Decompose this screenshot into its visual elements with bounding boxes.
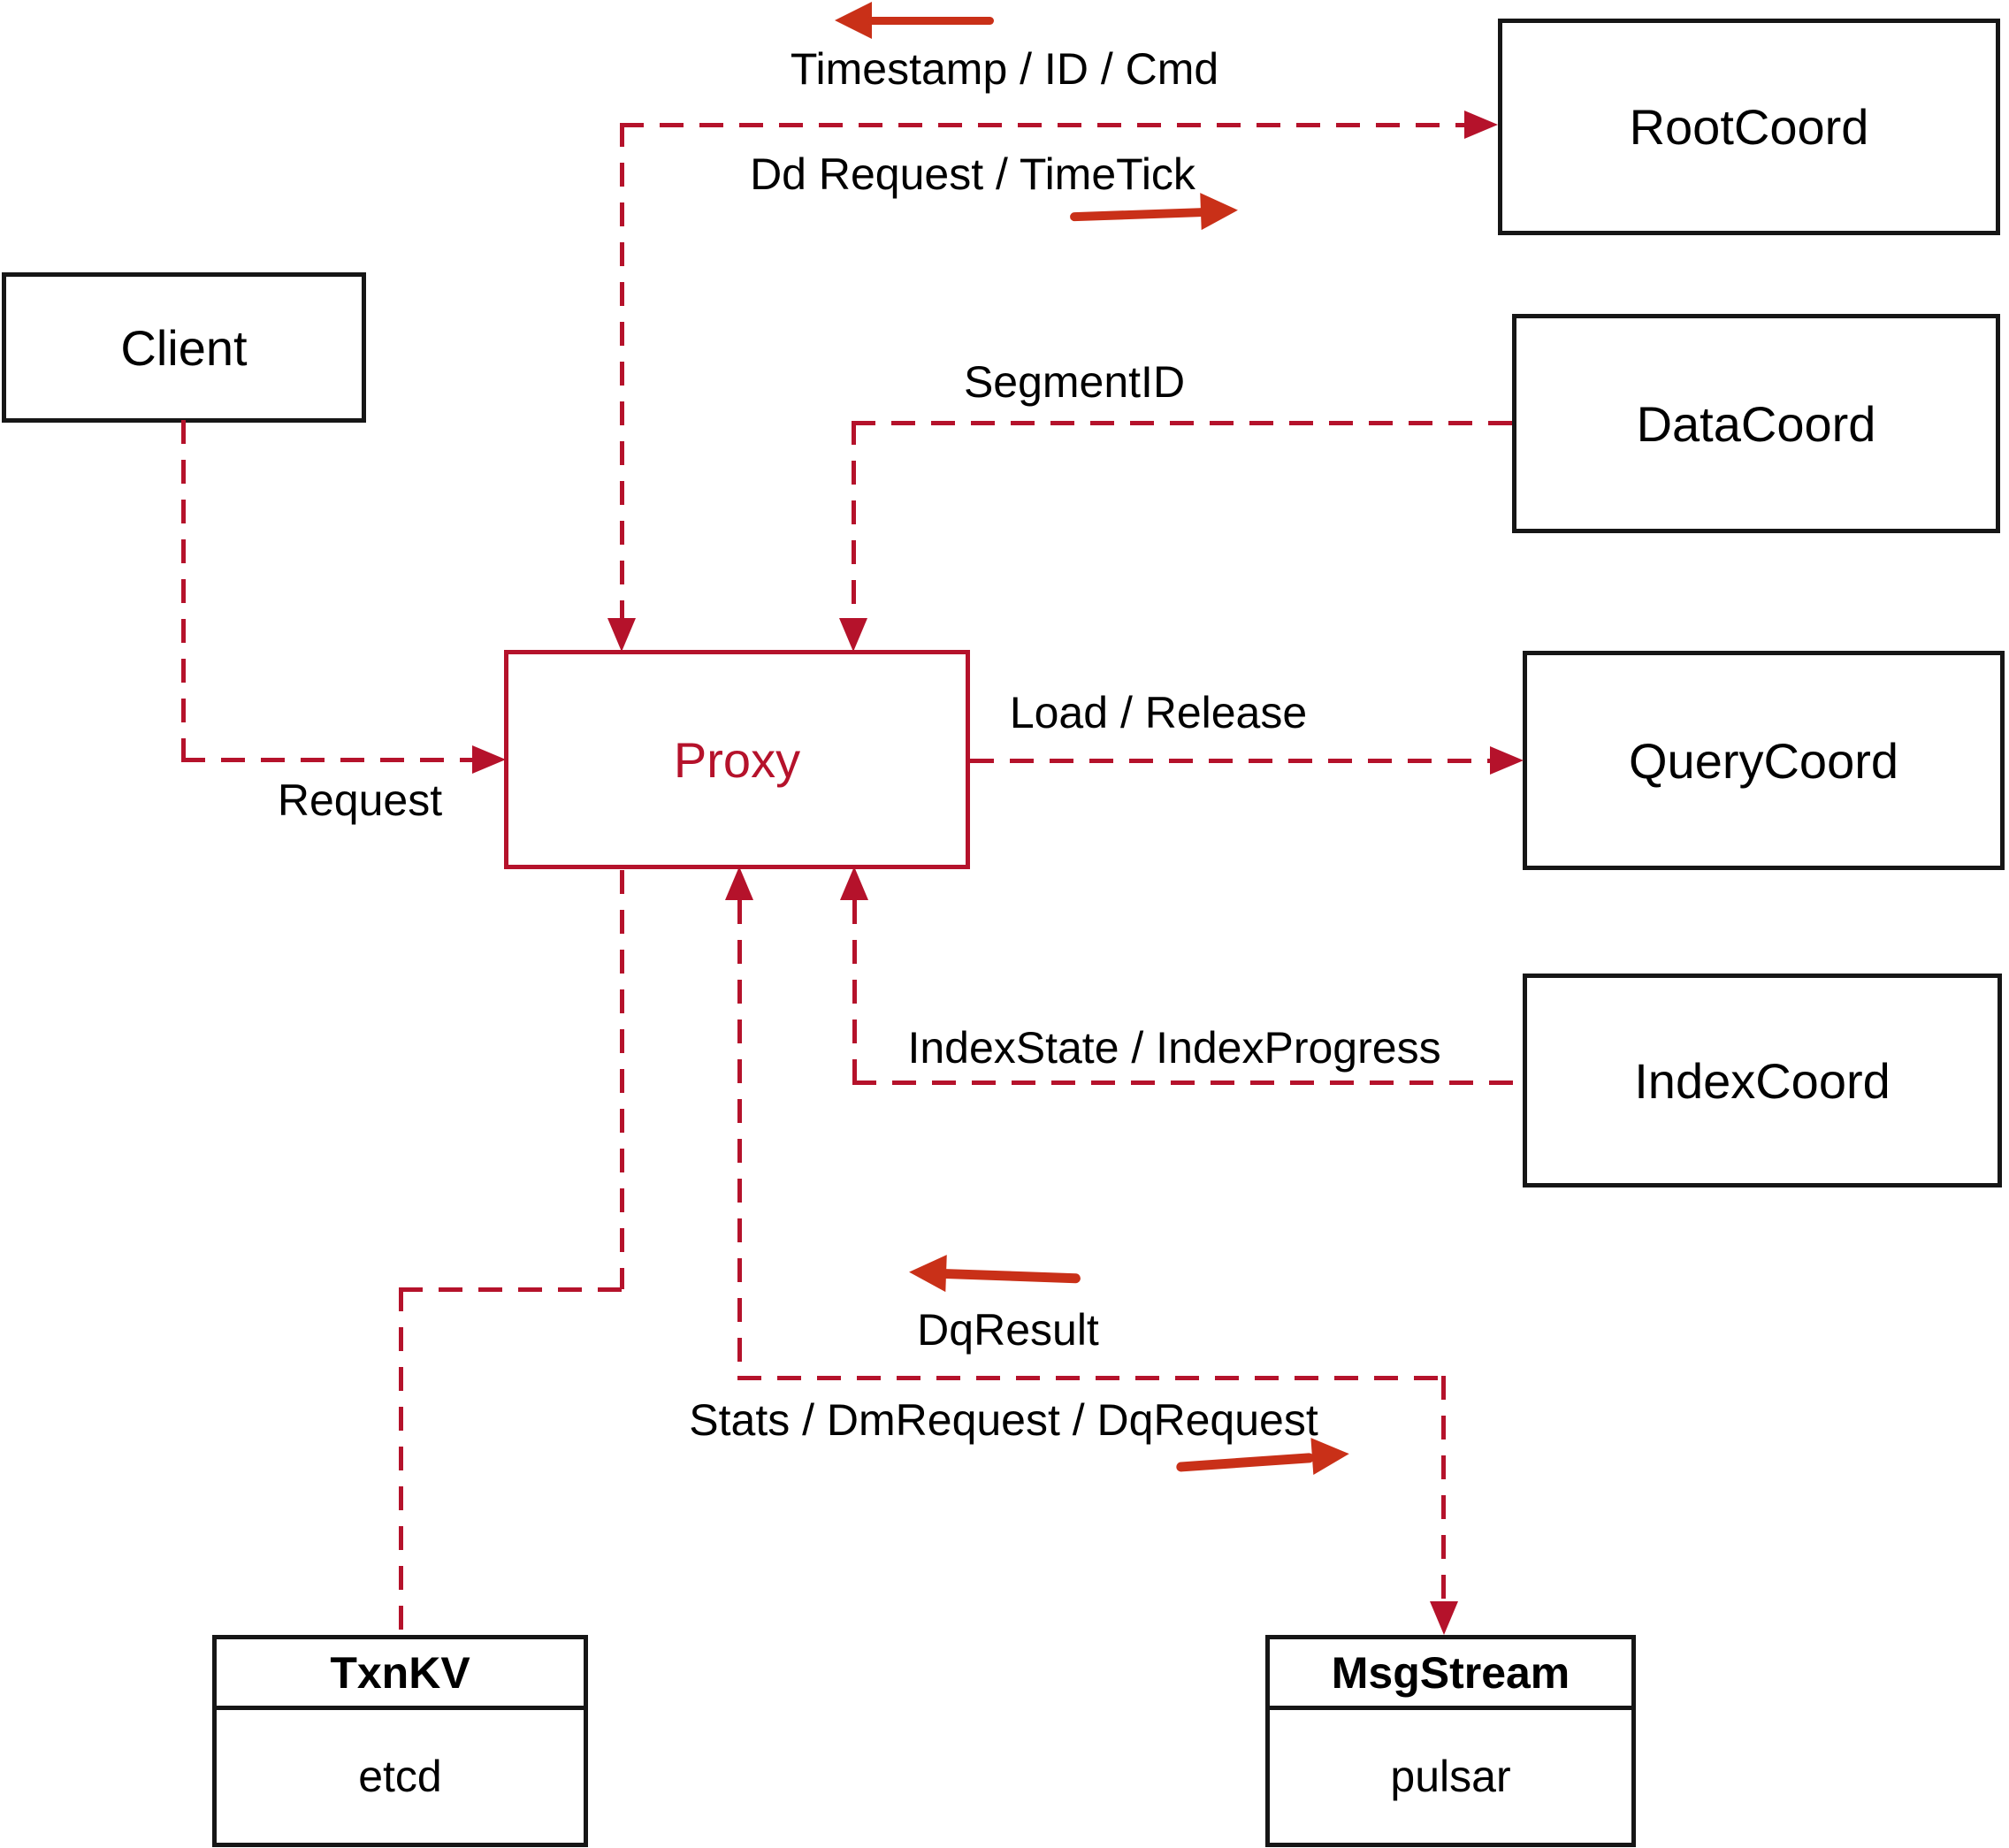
edge-indexcoord-proxy-vertical bbox=[852, 900, 857, 1083]
label-load-release: Load / Release bbox=[1009, 688, 1308, 737]
flow-arrow-left-timestamp-bar bbox=[867, 17, 994, 25]
flow-arrow-right-dd-request-head bbox=[1200, 191, 1239, 231]
node-client: Client bbox=[2, 272, 366, 423]
node-indexcoord-label: IndexCoord bbox=[1634, 1052, 1891, 1109]
node-querycoord-label: QueryCoord bbox=[1628, 732, 1899, 789]
flow-arrow-left-timestamp bbox=[835, 2, 994, 39]
node-datacoord-label: DataCoord bbox=[1636, 395, 1876, 452]
arrowhead-into-proxy-top-left bbox=[607, 618, 636, 652]
edge-proxy-txnkv-horizontal bbox=[399, 1287, 624, 1292]
node-txnkv-subtitle: etcd bbox=[358, 1752, 442, 1801]
edge-proxy-msgstream-vertical-lower bbox=[1441, 1376, 1446, 1602]
node-txnkv: TxnKV etcd bbox=[212, 1635, 588, 1847]
node-proxy-label: Proxy bbox=[673, 731, 801, 788]
flow-arrow-right-stats-head bbox=[1310, 1435, 1351, 1476]
label-timestamp-id-cmd: Timestamp / ID / Cmd bbox=[790, 44, 1219, 94]
flow-arrow-right-dd-request bbox=[1069, 191, 1239, 235]
node-indexcoord: IndexCoord bbox=[1523, 974, 2002, 1187]
node-msgstream-subtitle: pulsar bbox=[1390, 1752, 1511, 1801]
edge-proxy-querycoord-horizontal bbox=[970, 759, 1491, 763]
flow-arrow-left-timestamp-head bbox=[835, 2, 872, 39]
edge-datacoord-proxy-horizontal bbox=[852, 421, 1512, 425]
edge-datacoord-proxy-vertical bbox=[852, 421, 856, 618]
node-proxy: Proxy bbox=[504, 650, 970, 869]
label-index-state-progress: IndexState / IndexProgress bbox=[907, 1023, 1441, 1073]
arrowhead-into-proxy-top-right bbox=[839, 618, 867, 652]
flow-arrow-left-dq-result-bar bbox=[940, 1268, 1081, 1284]
node-msgstream-title: MsgStream bbox=[1270, 1639, 1631, 1710]
arrowhead-into-querycoord bbox=[1490, 746, 1524, 775]
arrowhead-into-rootcoord bbox=[1464, 111, 1498, 139]
node-txnkv-title: TxnKV bbox=[217, 1639, 584, 1710]
label-request: Request bbox=[277, 775, 443, 825]
edge-client-proxy-vertical bbox=[181, 420, 186, 760]
edge-proxy-rootcoord-horizontal bbox=[620, 123, 1468, 127]
flow-arrow-left-dq-result bbox=[908, 1253, 1081, 1297]
edge-indexcoord-proxy-horizontal bbox=[852, 1081, 1523, 1085]
arrowhead-into-proxy-bottom-right bbox=[840, 867, 868, 900]
label-segment-id: SegmentID bbox=[963, 357, 1186, 407]
label-dd-request-timetick: Dd Request / TimeTick bbox=[750, 149, 1195, 199]
edge-proxy-msgstream-horizontal bbox=[737, 1376, 1446, 1380]
edge-proxy-msgstream-vertical-upper bbox=[737, 900, 742, 1378]
node-datacoord: DataCoord bbox=[1512, 314, 2000, 533]
node-querycoord: QueryCoord bbox=[1523, 651, 2005, 870]
flow-arrow-right-dd-request-bar bbox=[1069, 208, 1205, 222]
edge-client-proxy-horizontal bbox=[181, 758, 475, 762]
node-msgstream: MsgStream pulsar bbox=[1265, 1635, 1636, 1847]
label-dq-result: DqResult bbox=[917, 1305, 1099, 1355]
arrowhead-into-msgstream bbox=[1430, 1601, 1458, 1635]
edge-proxy-txnkv-vertical-lower bbox=[399, 1287, 403, 1635]
node-rootcoord: RootCoord bbox=[1498, 19, 2000, 235]
edge-proxy-txnkv-vertical-upper bbox=[620, 870, 624, 1289]
label-stats-dm-dq-request: Stats / DmRequest / DqRequest bbox=[689, 1395, 1318, 1445]
node-client-label: Client bbox=[120, 319, 248, 376]
flow-arrow-right-stats-bar bbox=[1175, 1452, 1315, 1472]
node-rootcoord-label: RootCoord bbox=[1629, 99, 1869, 155]
edge-proxy-rootcoord-vertical bbox=[620, 123, 624, 618]
arrowhead-into-proxy-bottom-middle bbox=[725, 867, 753, 900]
arrowhead-into-proxy-left bbox=[472, 745, 506, 774]
